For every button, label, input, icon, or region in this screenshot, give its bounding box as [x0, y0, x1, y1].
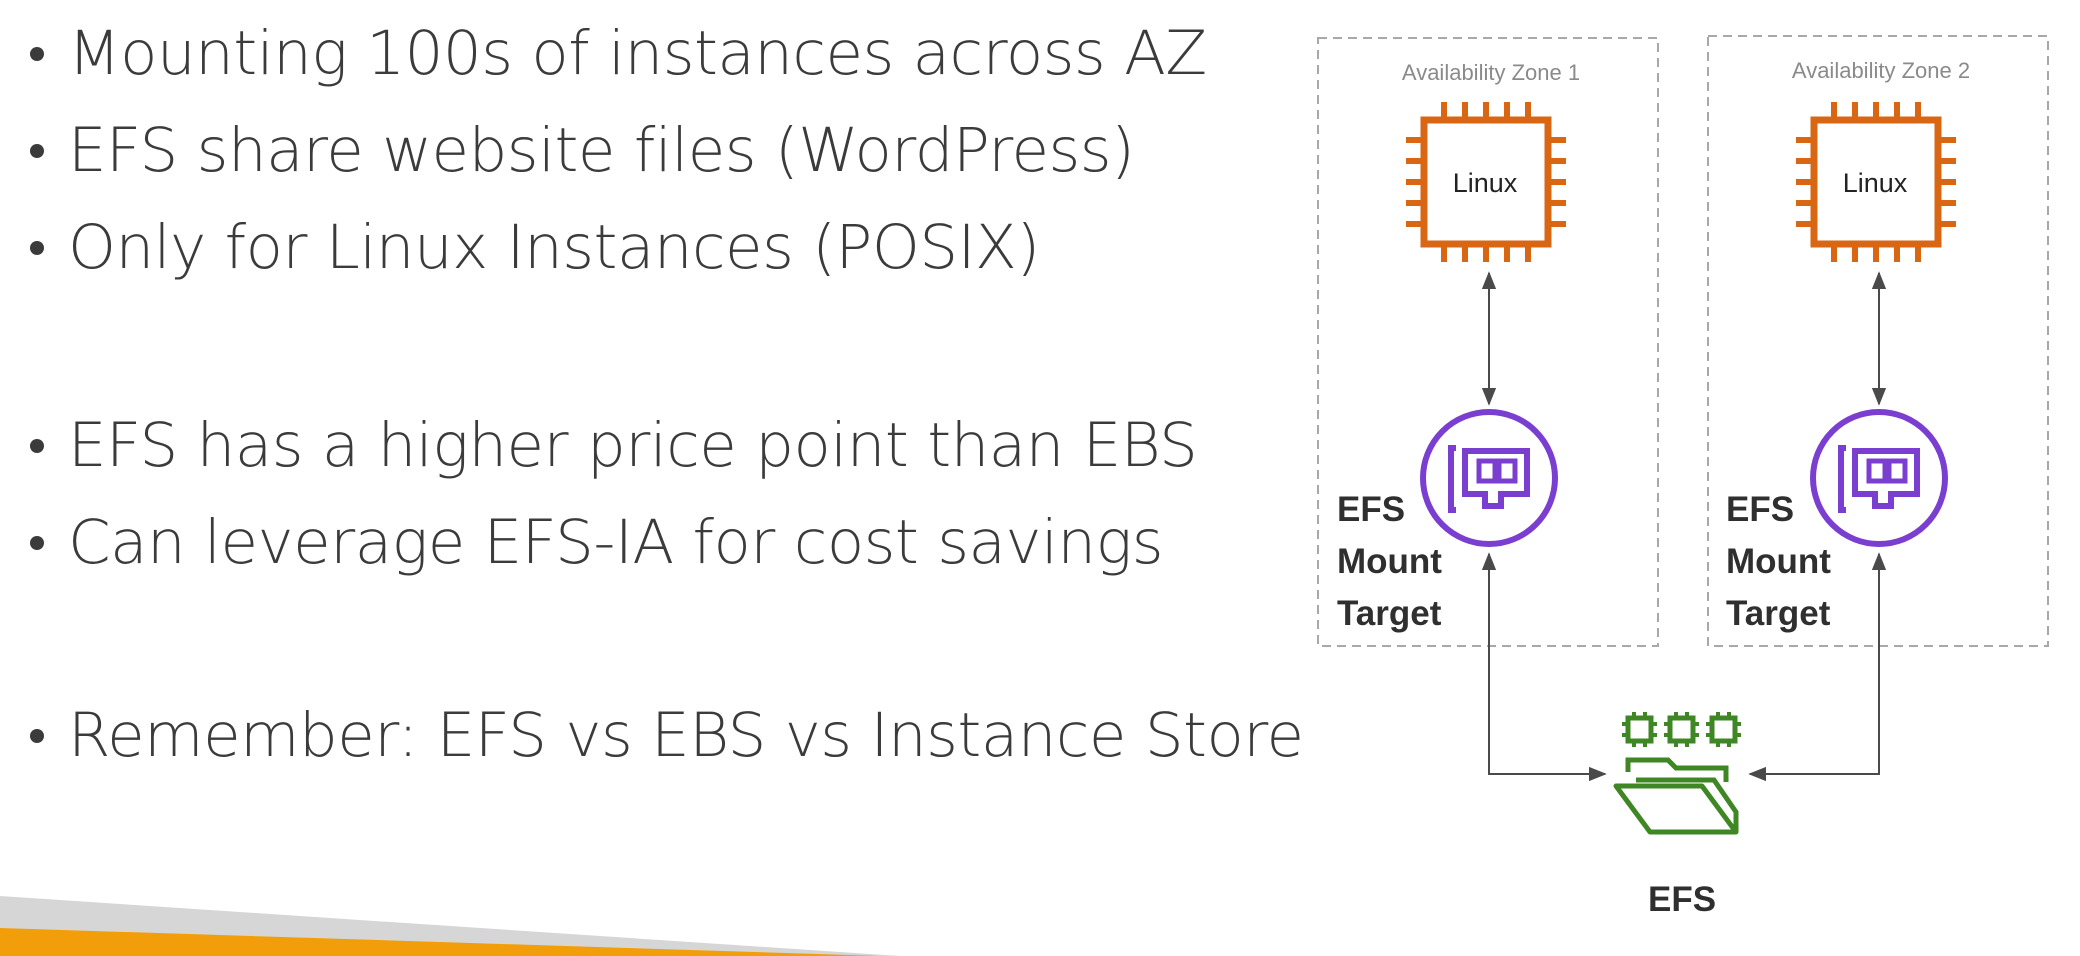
bullet-item: Can leverage EFS-IA for cost savings	[30, 507, 1163, 578]
bullet-dot	[30, 46, 44, 61]
bullet-dot	[30, 438, 44, 453]
network-interface-icon	[1813, 412, 1945, 544]
mount-efs-connector-1	[1481, 552, 1607, 782]
instance-label: Linux	[1452, 168, 1518, 198]
availability-zone-1	[1317, 37, 1659, 647]
bullet-item: EFS share website files (WordPress)	[30, 115, 1135, 186]
bullet-dot	[30, 240, 44, 255]
instance-label: Linux	[1842, 168, 1908, 198]
efs-folder-icon	[1613, 712, 1741, 835]
availability-zone-2	[1707, 35, 2049, 647]
mount-target-label-line: EFS	[1337, 490, 1406, 529]
bullet-dot	[30, 728, 44, 743]
bullet-dot	[30, 143, 44, 158]
ec2-chip-icon	[1796, 102, 1956, 262]
bullet-text: EFS share website files (WordPress)	[68, 115, 1135, 186]
bullet-text: EFS has a higher price point than EBS	[68, 410, 1198, 481]
mount-target-label-line: Mount	[1726, 542, 1831, 581]
mount-target-label: EFS Mount Target	[1726, 484, 1831, 640]
mount-target-label-line: Target	[1337, 594, 1442, 633]
bullet-list: Mounting 100s of instances across AZ EFS…	[30, 0, 1304, 820]
mount-target-label-line: Mount	[1337, 542, 1442, 581]
bullet-item: Remember: EFS vs EBS vs Instance Store	[30, 700, 1304, 771]
mount-target-label: EFS Mount Target	[1337, 484, 1442, 640]
bullet-dot	[30, 535, 44, 550]
bullet-item: Only for Linux Instances (POSIX)	[30, 212, 1040, 283]
bullet-text: Remember: EFS vs EBS vs Instance Store	[68, 700, 1304, 771]
footer-accent-band	[0, 896, 900, 956]
mount-target-label-line: EFS	[1726, 490, 1795, 529]
mount-target-label-line: Target	[1726, 594, 1831, 633]
network-interface-icon	[1423, 412, 1555, 544]
bullet-text: Can leverage EFS-IA for cost savings	[68, 507, 1163, 578]
bullet-item: EFS has a higher price point than EBS	[30, 410, 1198, 481]
availability-zone-label: Availability Zone 1	[1401, 60, 1581, 85]
ec2-chip-icon	[1406, 102, 1566, 262]
availability-zone-label: Availability Zone 2	[1791, 58, 1971, 83]
bullet-item: Mounting 100s of instances across AZ	[30, 18, 1207, 89]
bullet-text: Only for Linux Instances (POSIX)	[68, 212, 1040, 283]
mount-efs-connector-2	[1748, 552, 1887, 782]
bullet-text: Mounting 100s of instances across AZ	[68, 18, 1207, 89]
